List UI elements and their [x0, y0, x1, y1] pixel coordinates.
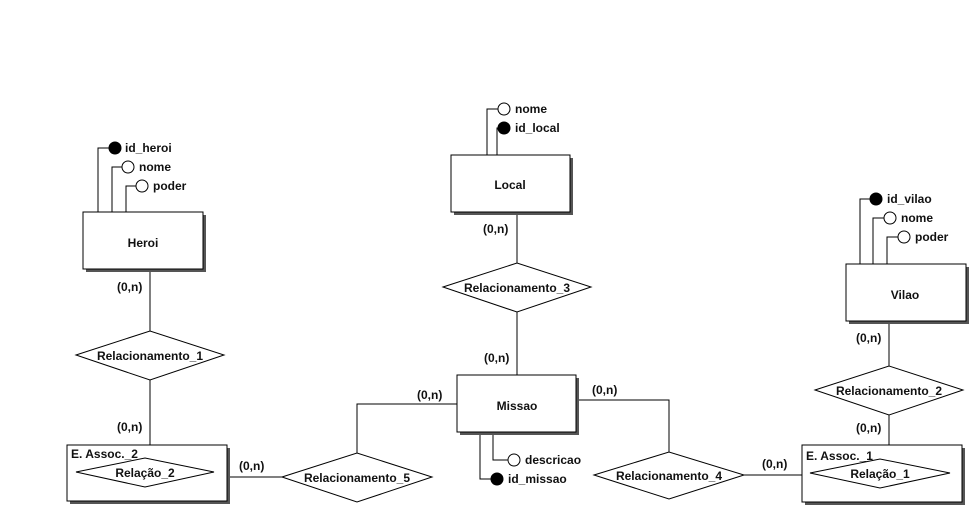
- associative-entity-1[interactable]: E. Assoc._1 Relação_1: [801, 444, 965, 505]
- relationship-4[interactable]: Relacionamento_4: [592, 451, 746, 500]
- assoc-entity-label: E. Assoc._2: [71, 447, 138, 461]
- relationship-label: Relacionamento_1: [97, 349, 203, 363]
- relationship-1[interactable]: Relacionamento_1: [74, 330, 226, 381]
- key-attribute-icon: [869, 192, 883, 206]
- heroi-attr-line-poder: [125, 185, 136, 212]
- cardinality-label: (0,n): [483, 222, 508, 236]
- attribute-label: poder: [153, 179, 187, 193]
- vilao-attr-line-poder: [886, 236, 898, 264]
- cardinality-label: (0,n): [592, 383, 617, 397]
- relationship-label: Relacionamento_2: [836, 384, 942, 398]
- attribute-label: nome: [515, 102, 547, 116]
- attribute-labels: id_heroi nome poder nome id_local id_vil…: [125, 102, 949, 486]
- attribute-label: descricao: [525, 453, 581, 467]
- attribute-label: id_vilao: [887, 192, 932, 206]
- relation-diamond: [809, 458, 951, 489]
- key-attribute-icon: [108, 141, 122, 155]
- attribute-circles: [108, 102, 911, 486]
- heroi-attr-line-id_heroi: [97, 147, 110, 212]
- attribute-label: nome: [139, 160, 171, 174]
- associative-entity-2[interactable]: E. Assoc._2 Relação_2: [66, 444, 230, 504]
- attribute-label: nome: [901, 211, 933, 225]
- attribute-icon: [121, 160, 135, 174]
- attribute-label: id_missao: [508, 472, 567, 486]
- relation-label: Relação_2: [115, 466, 175, 480]
- key-attribute-icon: [490, 472, 504, 486]
- assoc-entity-label: E. Assoc._1: [806, 449, 873, 463]
- attribute-icon: [897, 230, 911, 244]
- missao-attr-line-id_missao: [479, 432, 492, 480]
- missao-attr-line-descricao: [492, 432, 508, 461]
- entity-name: Heroi: [128, 236, 159, 250]
- cardinality-label: (0,n): [856, 421, 881, 435]
- key-attribute-icon: [497, 121, 511, 135]
- attribute-icon: [497, 102, 511, 116]
- heroi-attr-line-nome: [111, 166, 122, 212]
- relationship-2[interactable]: Relacionamento_2: [813, 365, 965, 416]
- entity-missao[interactable]: Missao: [456, 374, 579, 435]
- attribute-icon: [883, 211, 897, 225]
- cardinality-label: (0,n): [856, 331, 881, 345]
- relationship-label: Relacionamento_3: [464, 281, 570, 295]
- relationship-label: Relacionamento_4: [616, 469, 722, 483]
- entity-name: Vilao: [891, 288, 919, 302]
- entity-name: Missao: [497, 399, 538, 413]
- entity-local[interactable]: Local: [450, 154, 573, 215]
- vilao-attr-line-id_vilao: [859, 198, 870, 264]
- local-attr-line-id_local: [496, 127, 498, 155]
- relationship-label: Relacionamento_5: [304, 471, 410, 485]
- relationship-5[interactable]: Relacionamento_5: [280, 452, 434, 503]
- attribute-label: id_local: [515, 121, 560, 135]
- cardinality-labels: (0,n) (0,n) (0,n) (0,n) (0,n) (0,n) (0,n…: [117, 222, 881, 473]
- relationship-3[interactable]: Relacionamento_3: [441, 262, 593, 313]
- local-attr-line-nome: [486, 108, 498, 155]
- attribute-icon: [507, 453, 521, 467]
- cardinality-label: (0,n): [117, 280, 142, 294]
- cardinality-label: (0,n): [239, 459, 264, 473]
- cardinality-label: (0,n): [417, 388, 442, 402]
- cardinality-label: (0,n): [484, 351, 509, 365]
- entity-vilao[interactable]: Vilao: [845, 263, 969, 324]
- attribute-icon: [135, 179, 149, 193]
- entity-name: Local: [494, 178, 525, 192]
- attribute-label: id_heroi: [125, 141, 172, 155]
- attribute-label: poder: [915, 230, 949, 244]
- relation-diamond: [75, 457, 215, 488]
- vilao-attr-line-nome: [872, 217, 884, 264]
- edge-missao-r4: [577, 399, 670, 452]
- relation-label: Relação_1: [850, 467, 910, 481]
- connector-lines: [97, 108, 898, 480]
- cardinality-label: (0,n): [762, 457, 787, 471]
- edge-missao-r5: [356, 403, 457, 453]
- cardinality-label: (0,n): [117, 420, 142, 434]
- entity-heroi[interactable]: Heroi: [82, 211, 206, 272]
